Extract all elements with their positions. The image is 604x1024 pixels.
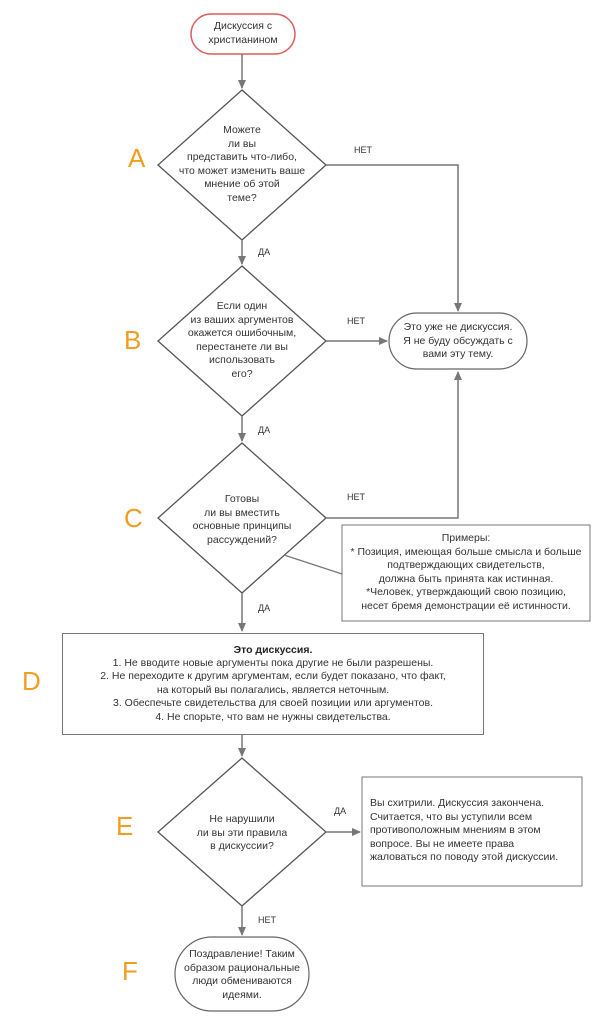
edge-e-yes-label: ДА [334,806,347,816]
step-letter-c: C [124,503,143,533]
rule-item: 1. Не вводите новые аргументы пока други… [112,657,434,669]
examples-box [341,524,591,622]
rules-title: Это дискуссия. [233,644,313,656]
step-letter-b: B [124,325,142,355]
rules-box: Это дискуссия. 1. Не вводите новые аргум… [62,633,484,735]
decision-a-text: Можете ли вы представить что-либо, что м… [178,124,306,204]
edge-c-no [326,371,462,519]
step-letter-d: D [22,666,41,696]
cheated-text: Вы схитрили. Дискуссия закончена. Считае… [370,797,559,863]
start-node-text: Дискуссия с христианином [208,20,278,46]
examples-text: Примеры: * Позиция, имеющая больше смысл… [350,532,582,612]
start-node [190,13,296,55]
edge-b-no-label: НЕТ [347,316,365,326]
step-letter-a: A [128,143,146,173]
not-discussion-text: Это уже не дискуссия. Я не буду обсуждат… [403,321,513,360]
decision-e-text: Не нарушили ли вы эти правила в дискусси… [196,813,288,852]
rule-item: 4. Не спорьте, что вам не нужны свидетел… [155,710,391,723]
not-discussion-node [388,312,528,370]
edge-a-yes-label: ДА [258,247,271,257]
decision-c-text: Готовы ли вы вместить основные принципы … [192,493,292,546]
edge-b-yes-label: ДА [258,425,271,435]
end-node-text: Поздравление! Таким образом рациональные… [184,948,300,1001]
edge-a-no-label: НЕТ [354,145,372,155]
end-node [174,936,310,1012]
cheated-box [361,776,583,887]
edge-c-no-label: НЕТ [347,492,365,502]
rule-item: на который вы полагались, является неточ… [156,683,390,696]
edge-c-yes-label: ДА [258,603,271,613]
rule-item: 3. Обеспечьте свидетельства для своей по… [112,697,433,710]
rule-item: 2. Не переходите к другим аргументам, ес… [100,670,446,683]
decision-b-text: Если один из ваших аргументов окажется о… [187,300,297,380]
step-letter-f: F [122,956,138,986]
edge-e-no-label: НЕТ [258,915,276,925]
step-letter-e: E [116,811,134,841]
edge-a-no [326,164,462,312]
examples-connector [283,554,343,575]
